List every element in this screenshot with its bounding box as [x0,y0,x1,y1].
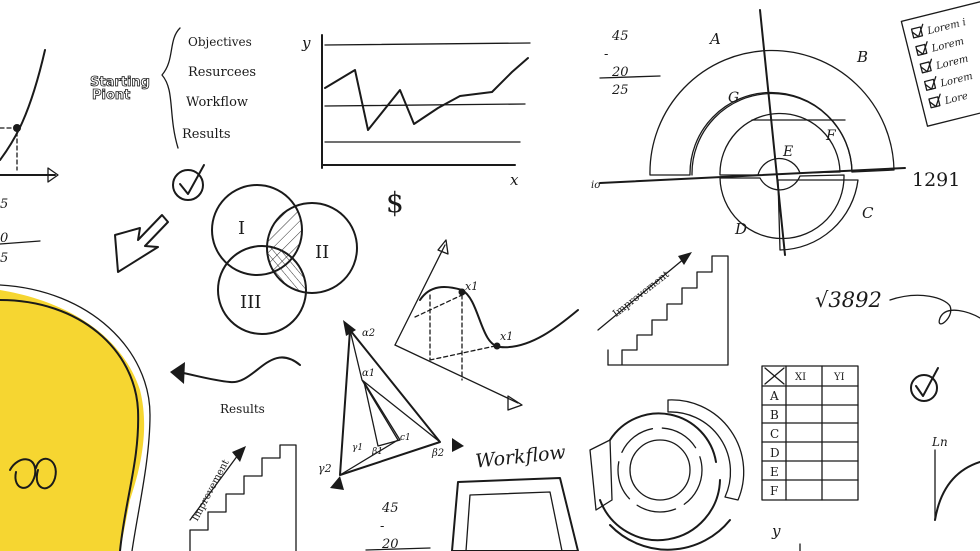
results-label: Results [220,402,265,416]
fraction-top-num: 45 [611,29,629,44]
target-icon: A B C D E F G io [591,9,906,256]
venn-label-1: I [238,218,245,239]
tri-beta1: β1 [371,447,383,457]
table-head-y: YI [833,372,845,383]
venn-label-2: II [315,242,329,263]
tri-beta2: β2 [431,448,444,459]
number-1291: 1291 [912,169,960,191]
table-row-f: F [770,484,778,498]
lightbulb-icon [0,284,151,551]
curve-label-1: x1 [465,280,478,293]
plan-item-resources: Resurcees [188,65,256,80]
improvement-bottom-label: Improvement [190,458,232,523]
axis-x-label: x [510,171,519,189]
plan-item-workflow: Workflow [186,95,248,110]
check-item-5: Lore [943,91,969,108]
growth-curve [0,49,59,183]
plan-item-objectives: Objectives [188,35,252,49]
axis-y-label: y [301,34,311,52]
table-head-x: XI [795,372,806,383]
monitor-icon [451,477,579,551]
tri-alpha1: α1 [362,368,375,379]
checkmark-icon [172,164,205,201]
ring-chart [589,399,745,551]
line-chart: y x [301,34,531,189]
label-io: io [591,180,600,191]
check-item-4: Lorem [938,71,973,90]
improvement-top-label: Improvement [611,269,671,320]
bulb-glow [0,290,145,551]
left-num-a: 5 [0,197,8,212]
ln-label: Ln [931,435,948,449]
check-item-1: Lorem i [925,17,967,37]
staircase-bottom: Improvement [189,444,297,551]
fraction-top-mid: 20 [611,65,629,80]
ln-curve: Ln [931,435,980,521]
check-item-3: Lorem [934,54,969,73]
function-curve: x1 x1 [394,239,579,411]
letter-d: D [734,220,747,238]
results-arrow [177,356,301,384]
staircase-icon: Improvement [597,252,729,366]
checklist: Lorem i Lorem Lorem Lorem Lore [900,0,980,127]
fraction-top-den: 25 [611,83,629,98]
tri-alpha2: α2 [362,328,375,339]
table-row-d: D [770,446,780,460]
workflow-label: Workflow [474,441,566,472]
letter-g: G [728,90,739,106]
data-table: XI YI A B C D E F [761,365,859,501]
table-row-b: B [770,408,779,422]
fraction-bottom-den: 20 [381,537,399,551]
letter-a: A [708,30,721,48]
venn-diagram-icon: I II III [211,184,358,335]
table-row-e: E [770,465,779,479]
venn-label-3: III [240,292,261,313]
arrow-icon [114,214,169,273]
axis-y-bottom-label: y [771,522,781,540]
tri-c1: c1 [400,433,411,443]
fraction-bottom-num: 45 [381,501,399,516]
letter-c: C [862,204,874,222]
tri-gamma2: γ2 [318,462,332,475]
left-num-c: 5 [0,251,8,266]
left-num-b: 0 [0,231,8,246]
checkmark-right-icon [910,367,939,402]
curve-label-2: x1 [500,330,513,343]
sqrt-value: √3892 [815,288,882,312]
dollar-icon: $ [386,186,404,219]
table-row-c: C [770,427,779,441]
plan-item-results: Results [182,127,231,142]
fraction-bottom-dash: - [380,519,384,534]
triangle-diagram: α2 α1 β1 c1 γ1 γ2 β2 [318,320,464,490]
check-item-2: Lorem [930,36,965,55]
fraction-top-dash: - [604,47,608,62]
letter-f: F [825,128,837,144]
letter-e: E [782,144,793,160]
table-row-a: A [769,389,779,403]
letter-b: B [856,48,868,66]
tri-gamma1: γ1 [352,443,363,453]
